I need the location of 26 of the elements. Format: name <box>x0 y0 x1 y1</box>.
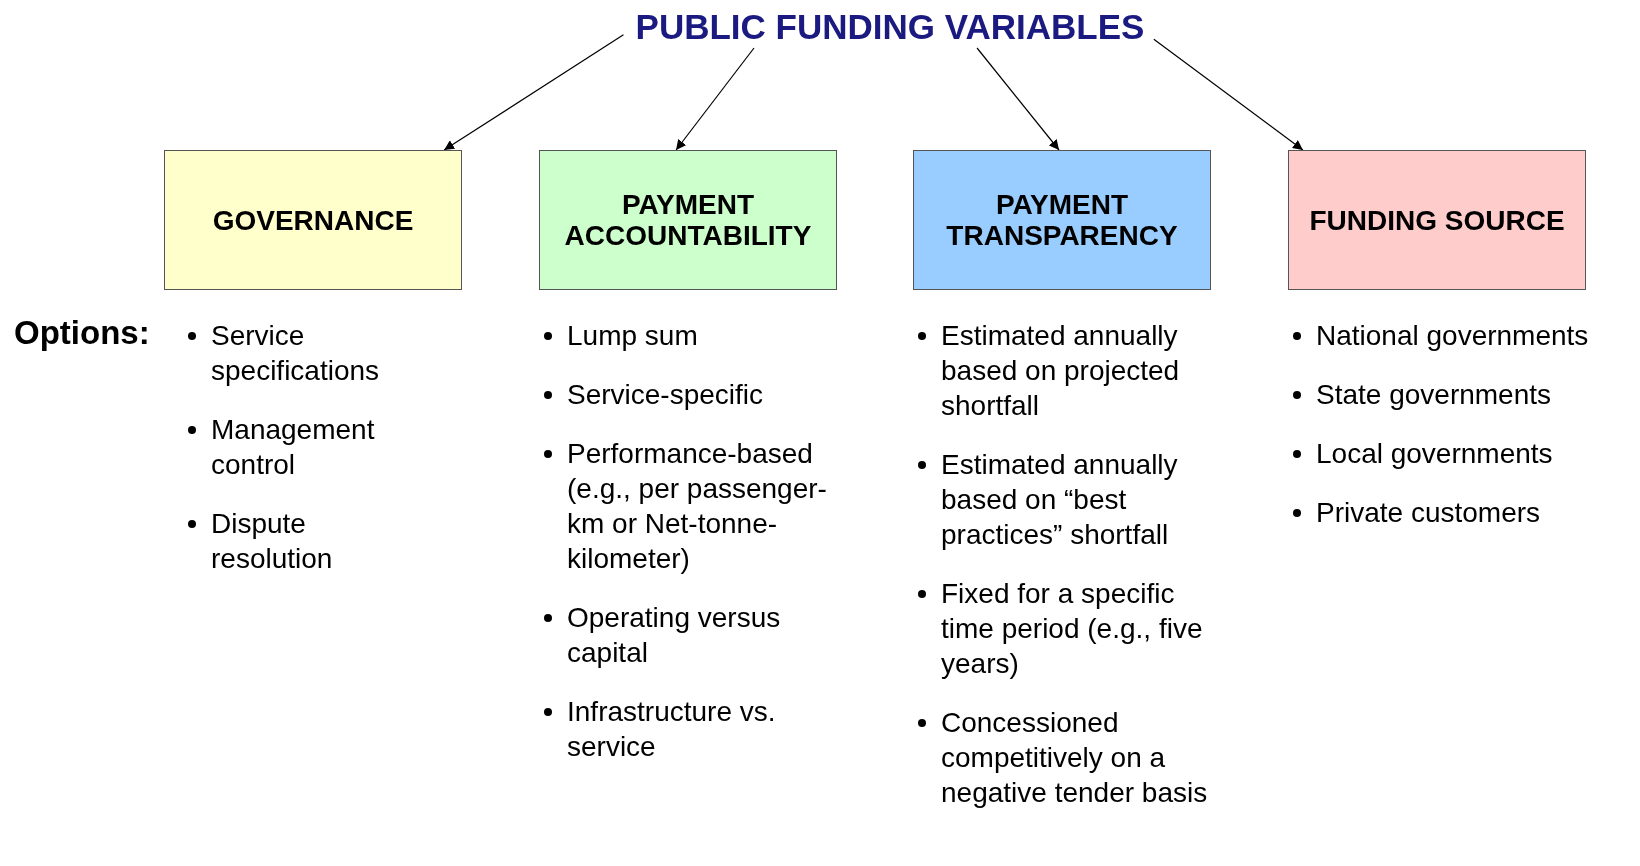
category-box: GOVERNANCE <box>164 150 462 290</box>
option-text: State governments <box>1316 378 1552 412</box>
option-text: Operating versus capital <box>567 601 782 670</box>
option-text: Estimated annually based on projected shortfall <box>941 319 1181 423</box>
option-text: Service specifications <box>211 319 381 388</box>
arrow <box>443 34 625 151</box>
option-text: Infrastructure vs. service <box>567 695 777 764</box>
option-text: National governments <box>1316 319 1589 353</box>
option-text: Concessioned competitively on a negative tender basis <box>941 706 1208 810</box>
category-box: FUNDING SOURCE <box>1288 150 1586 290</box>
options-heading: Options: <box>14 316 150 349</box>
arrow <box>976 47 1060 151</box>
category-box: PAYMENT ACCOUNTABILITY <box>539 150 837 290</box>
option-text: Estimated annually based on “best practices” shortfall <box>941 448 1179 552</box>
option-text: Local governments <box>1316 437 1553 471</box>
arrow <box>1153 38 1304 151</box>
category-box: PAYMENT TRANSPARENCY <box>913 150 1211 290</box>
option-text: Dispute resolution <box>211 507 334 576</box>
option-text: Lump sum <box>567 319 698 353</box>
option-text: Fixed for a specific time period (e.g., five years) <box>941 577 1204 681</box>
option-text: Private customers <box>1316 496 1541 530</box>
arrow <box>675 47 755 151</box>
option-text: Management control <box>211 413 376 482</box>
title-text: PUBLIC FUNDING VARIABLES <box>618 4 1162 48</box>
option-text: Performance-based (e.g., per passenger-km or Net-tonne-kilometer) <box>567 437 828 576</box>
option-text: Service-specific <box>567 378 764 412</box>
